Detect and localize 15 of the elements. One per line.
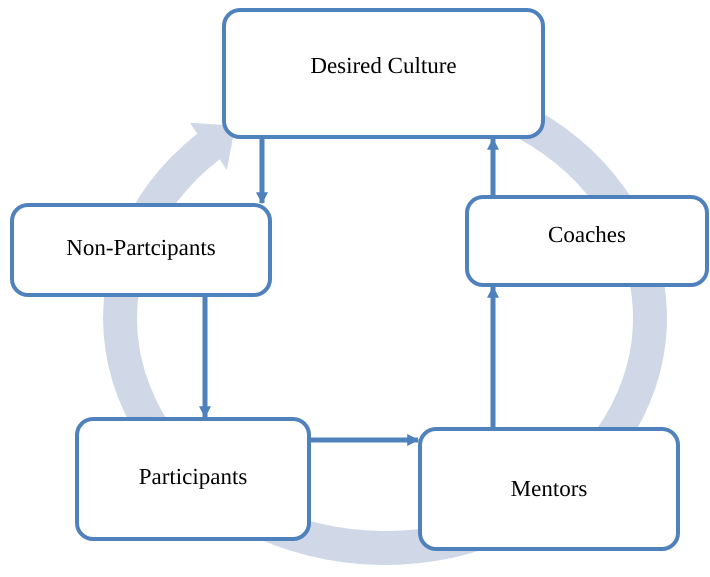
arrow xyxy=(199,297,211,418)
process-box xyxy=(10,203,272,297)
arrow xyxy=(256,139,268,204)
process-box xyxy=(465,195,709,287)
box-label: Participants xyxy=(138,464,248,490)
box-label: Non-Partcipants xyxy=(66,235,216,261)
box-label: Mentors xyxy=(510,476,588,502)
box-label: Desired Culture xyxy=(310,52,457,78)
arrow xyxy=(487,286,499,427)
process-box xyxy=(418,427,680,551)
process-box xyxy=(75,417,311,541)
arrow xyxy=(487,138,499,195)
box-label: Coaches xyxy=(548,222,626,248)
process-box xyxy=(222,8,545,139)
arrow xyxy=(311,434,420,446)
